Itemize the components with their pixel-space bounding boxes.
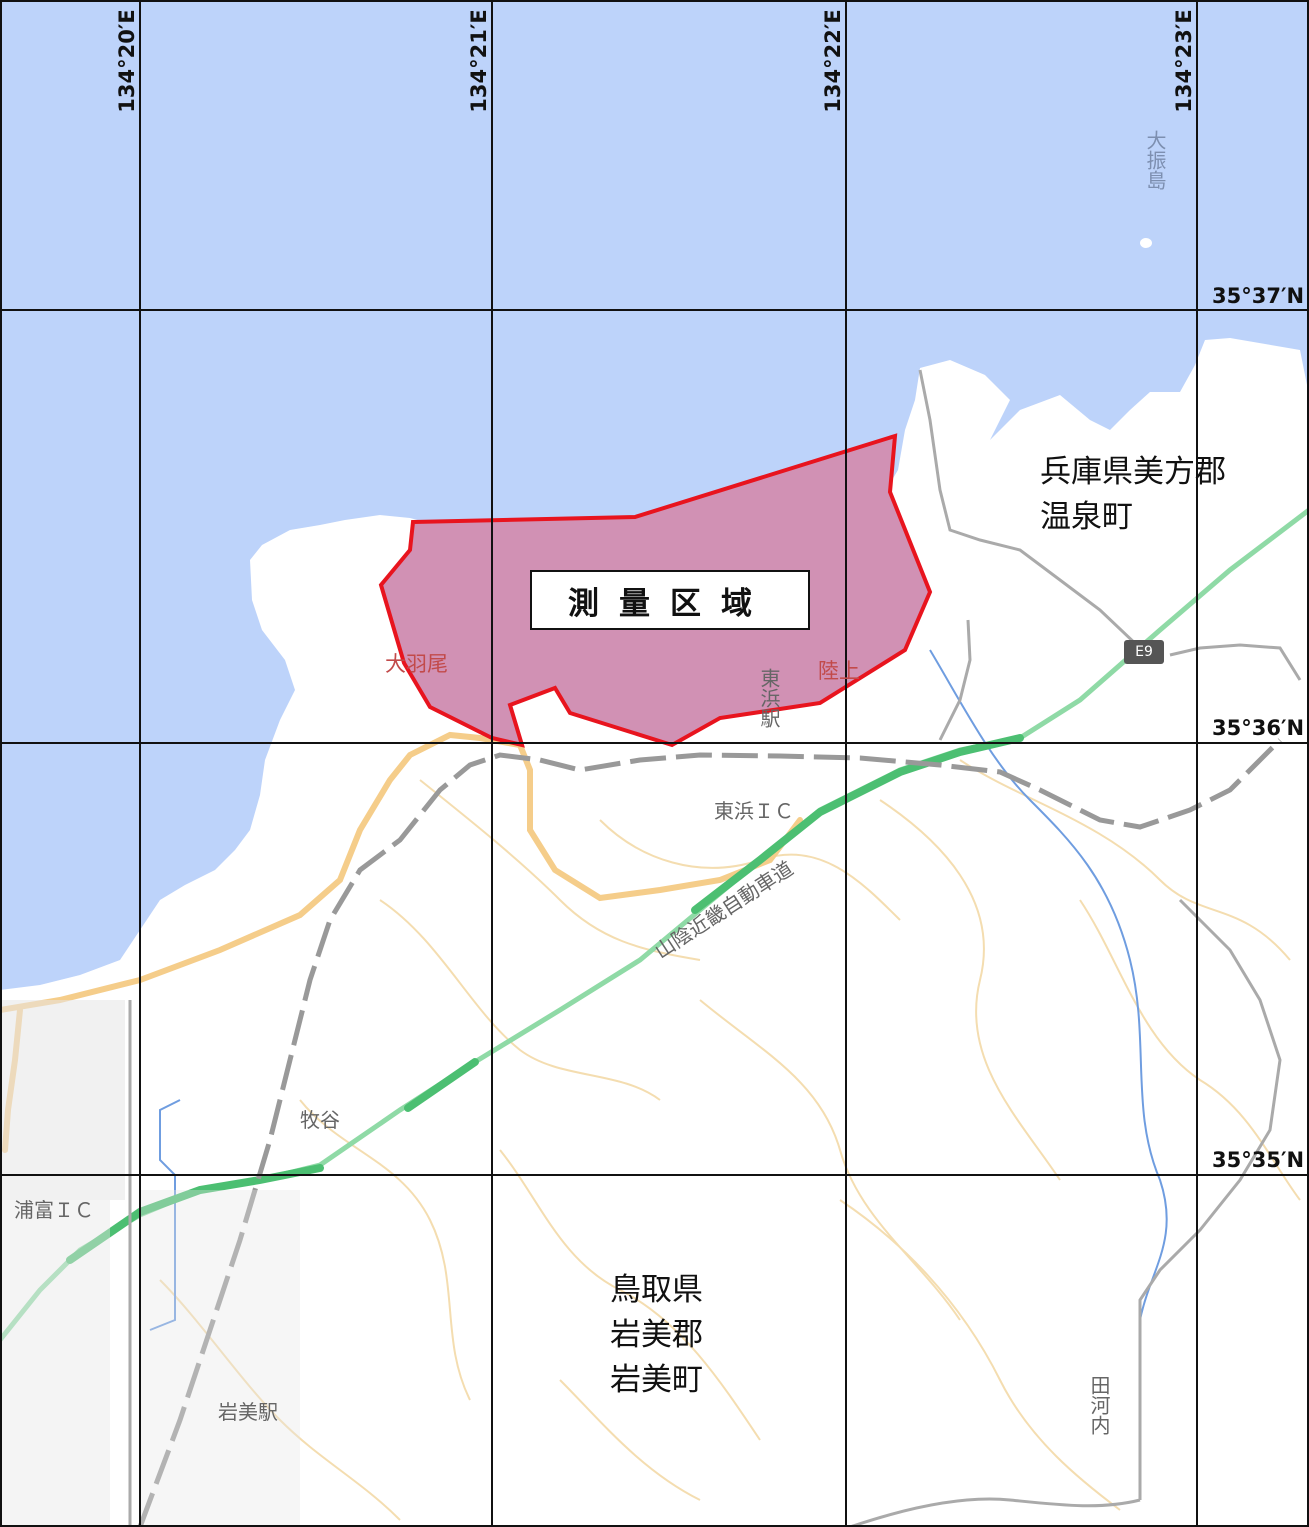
sea-area	[0, 0, 1309, 990]
admin-label-line: 温泉町	[1040, 498, 1133, 535]
admin-label-tottori: 鳥取県 岩美郡 岩美町	[610, 1268, 703, 1403]
place-label-makidani: 牧谷	[300, 1108, 340, 1132]
place-label-ohaneo: 大羽尾	[385, 652, 448, 676]
latitude-label: 35°36′N	[1212, 716, 1305, 740]
railway	[137, 738, 1282, 1527]
place-label-tagouchi: 田河内	[1087, 1375, 1111, 1435]
admin-label-hyogo: 兵庫県美方郡 温泉町	[1040, 450, 1226, 540]
island	[1140, 238, 1152, 248]
urban-blocks	[0, 1000, 300, 1527]
admin-label-line: 岩美町	[610, 1361, 703, 1398]
survey-area-label: 測量区域	[530, 570, 810, 630]
admin-label-line: 岩美郡	[610, 1316, 703, 1353]
place-label-uradome-ic: 浦富ＩＣ	[14, 1198, 94, 1222]
latitude-label: 35°35′N	[1212, 1148, 1305, 1172]
place-label-ofurijima: 大振島	[1143, 130, 1167, 190]
rivers	[149, 649, 1168, 1331]
place-label-higashihama-ic: 東浜ＩＣ	[714, 799, 794, 823]
admin-label-line: 鳥取県	[610, 1272, 703, 1308]
place-label-higashihama-station: 東浜駅	[757, 668, 781, 728]
longitude-label: 134°21′E	[467, 9, 491, 113]
contour-lines	[159, 759, 1301, 1521]
minor-roads	[128, 369, 1302, 1527]
place-label-rikujo: 陸上	[818, 659, 860, 683]
route-shield-e9: E9	[1124, 640, 1164, 664]
latitude-label: 35°37′N	[1212, 284, 1305, 308]
longitude-label: 134°23′E	[1172, 9, 1196, 113]
longitude-label: 134°22′E	[821, 9, 845, 113]
admin-label-line: 兵庫県美方郡	[1040, 454, 1226, 490]
place-label-iwami-station: 岩美駅	[218, 1400, 278, 1424]
longitude-label: 134°20′E	[115, 9, 139, 113]
